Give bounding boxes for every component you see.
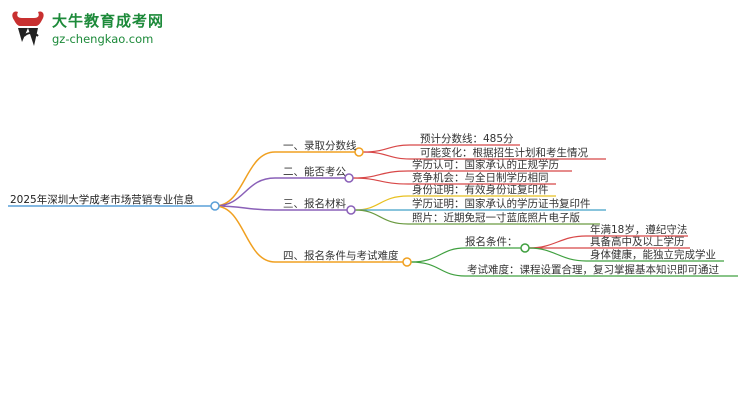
leaf-label: 考试难度：课程设置合理，复习掌握基本知识即可通过 [467,264,719,276]
sub-branch-label: 报名条件： [465,236,518,248]
leaf-label: 照片：近期免冠一寸蓝底照片电子版 [412,212,580,224]
edge-b4-c1 [410,247,521,263]
leaf-label: 年满18岁，遵纪守法 [590,224,688,236]
leaf-label: 可能变化：根据招生计划和考生情况 [420,147,588,159]
bull-logo-icon [12,11,44,46]
brand-title: 大牛教育成考网 [52,12,165,30]
edge-b3-c3 [354,209,600,225]
leaf-label: 具备高中及以上学历 [590,236,685,248]
branch-3-label: 三、报名材料 [283,198,346,210]
edge-b4-c2 [410,261,738,277]
edge-root-b3 [214,205,347,211]
branch-3-dot[interactable] [346,205,356,215]
root-label: 2025年深圳大学成考市场营销专业信息 [10,194,195,206]
branch-1-dot[interactable] [354,147,364,157]
brand-url[interactable]: gz-chengkao.com [52,32,154,46]
leaf-label: 学历认可：国家承认的正规学历 [412,159,559,171]
sub-branch-dot[interactable] [520,243,530,253]
edge-root-b2 [214,177,345,207]
leaf-label: 身份证明：有效身份证复印件 [412,184,549,196]
leaf-label: 学历证明：国家承认的学历证书复印件 [412,198,591,210]
edge-b1-c2 [362,151,606,160]
root-node-dot[interactable] [210,201,220,211]
edge-root-b1 [214,151,355,207]
branch-4-dot[interactable] [402,257,412,267]
branch-1-label: 一、录取分数线 [283,140,357,152]
leaf-label: 预计分数线：485分 [420,133,514,145]
leaf-label: 竞争机会：与全日制学历相同 [412,172,549,184]
leaf-label: 身体健康，能独立完成学业 [590,249,716,261]
branch-2-dot[interactable] [344,173,354,183]
edge-b4c1-g3 [528,247,724,262]
brand-logo: 大牛教育成考网 gz-chengkao.com [8,6,178,54]
branch-2-label: 二、能否考公 [283,166,346,178]
branch-4-label: 四、报名条件与考试难度 [283,250,399,262]
edge-b2-c2 [352,177,556,185]
edge-root-b4 [214,205,403,263]
